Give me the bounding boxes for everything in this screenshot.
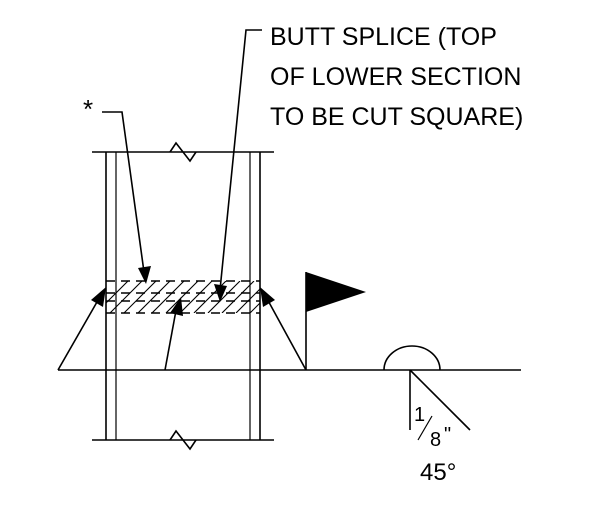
weld-size-denominator: 8 [430, 429, 441, 451]
weld-size-fraction-bar [417, 415, 433, 441]
callout-line-1: BUTT SPLICE (TOP [270, 23, 497, 51]
weld-arrow-left [57, 294, 102, 371]
asterisk-leader-arrowhead [138, 266, 151, 284]
weld-size-unit: " [444, 424, 451, 446]
weld-arrow-middle [164, 304, 178, 371]
asterisk-leader [102, 111, 145, 273]
column-bottom-break-mark [169, 429, 197, 451]
callout-leader [219, 29, 262, 291]
callout-line-3: TO BE CUT SQUARE) [270, 103, 523, 131]
weld-bevel-angle: 45° [420, 459, 456, 486]
field-weld-flag-icon [306, 272, 366, 312]
callout-leader-arrowhead [214, 284, 227, 302]
bevel-weld-angled-leg [409, 369, 471, 431]
reference-asterisk: * [83, 94, 93, 124]
weld-arrow-left-head [91, 287, 106, 307]
weld-arrow-right [264, 294, 307, 371]
callout-line-2: OF LOWER SECTION [270, 63, 521, 91]
weld-arrow-middle-head [170, 297, 183, 316]
weld-arrow-right-head [260, 287, 275, 307]
column-top-break-mark [169, 141, 197, 163]
melt-through-symbol [383, 345, 441, 371]
splice-weld-hatching [106, 281, 260, 313]
weld-size-numerator: 1 [414, 404, 425, 426]
